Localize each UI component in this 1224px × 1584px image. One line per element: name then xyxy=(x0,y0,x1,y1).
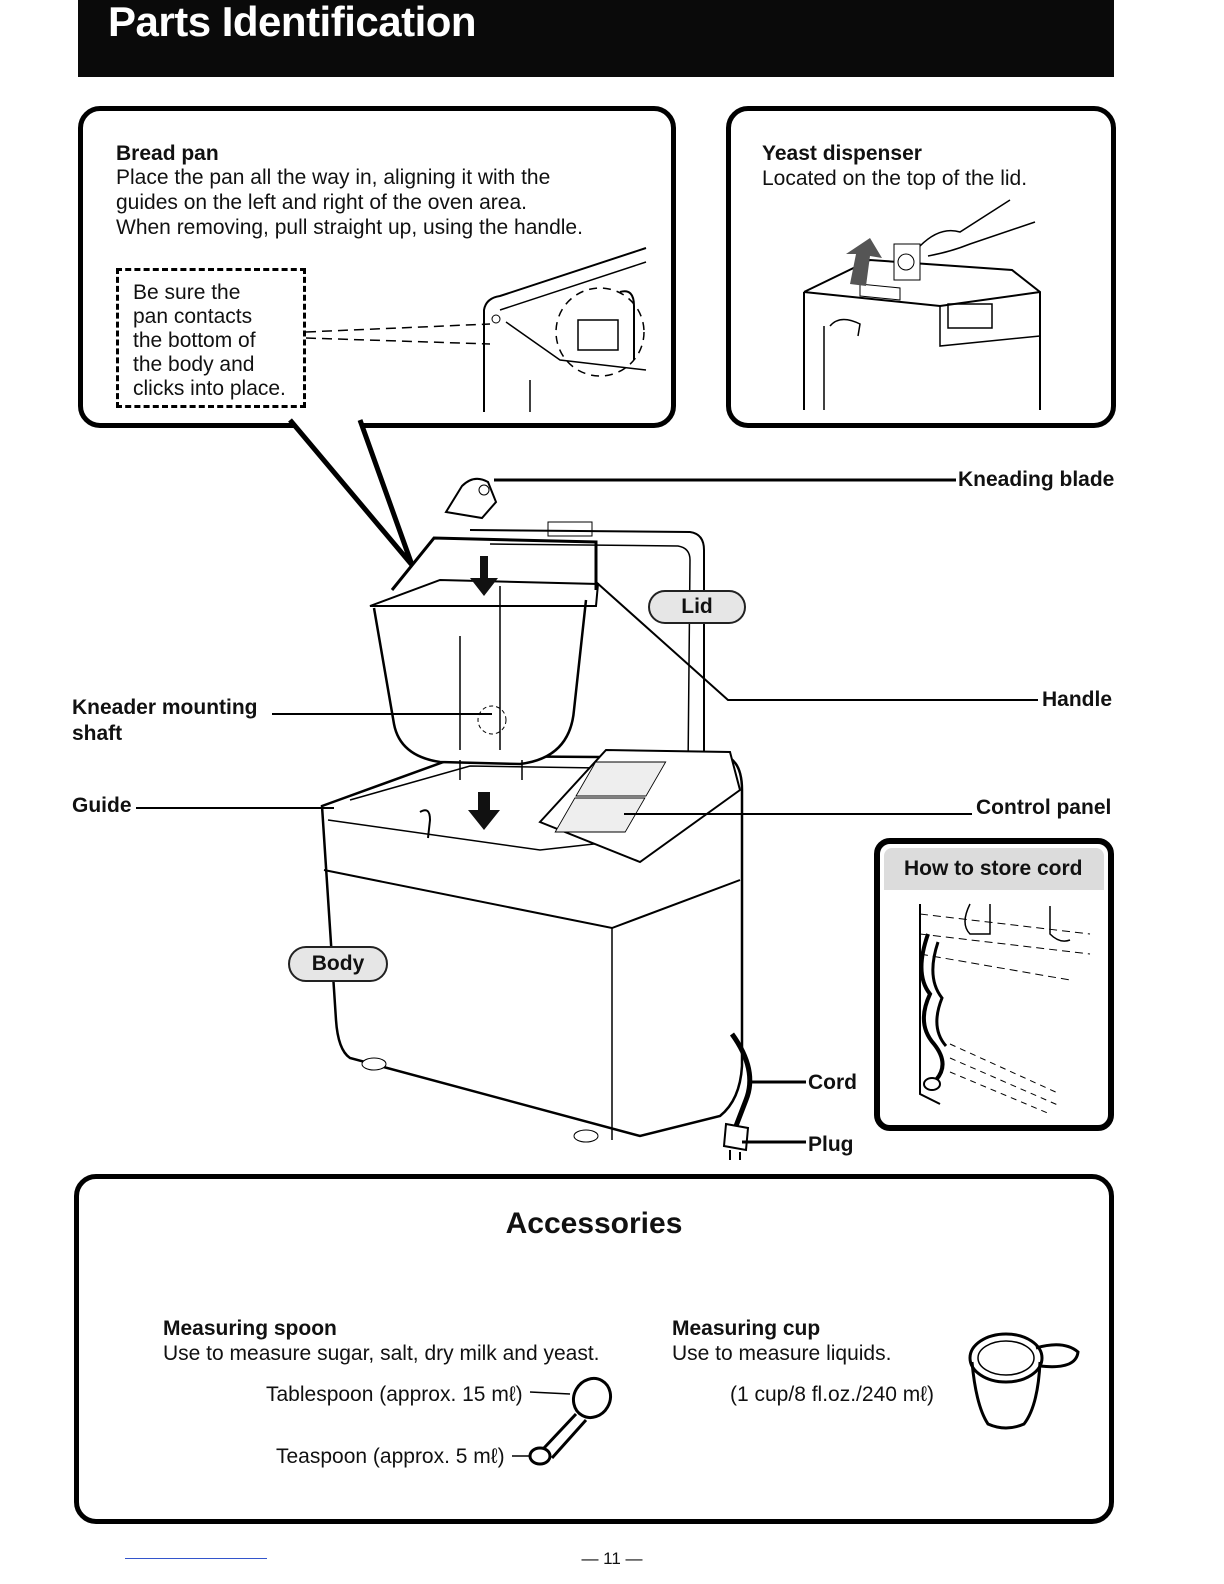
label-handle: Handle xyxy=(1042,688,1113,711)
label-control-panel: Control panel xyxy=(976,796,1112,819)
label-kneader-shaft-2: shaft xyxy=(72,722,123,745)
note-line: the body and xyxy=(133,353,255,376)
bread-pan-detail-illustration xyxy=(305,247,647,412)
accessories-box: Accessories xyxy=(74,1174,1114,1524)
label-plug: Plug xyxy=(808,1133,854,1156)
label-guide: Guide xyxy=(72,794,132,817)
page-title: Parts Identification xyxy=(108,0,477,45)
spoon-title: Measuring spoon xyxy=(163,1317,337,1340)
footer-link-line xyxy=(125,1558,267,1559)
tablespoon-label: Tablespoon (approx. 15 mℓ) xyxy=(266,1383,523,1406)
label-body: Body xyxy=(288,946,388,982)
measuring-spoon-icon xyxy=(512,1376,613,1466)
note-line: Be sure the xyxy=(133,281,241,304)
store-cord-title: How to store cord xyxy=(884,848,1104,890)
page-number: — 11 — xyxy=(581,1549,643,1568)
yeast-dispenser-illustration xyxy=(803,199,1041,410)
store-cord-illustration xyxy=(919,903,1091,1115)
label-kneading-blade: Kneading blade xyxy=(958,468,1115,491)
spoon-text: Use to measure sugar, salt, dry milk and… xyxy=(163,1342,600,1365)
bread-pan-note: Be sure the pan contacts the bottom of t… xyxy=(116,268,306,408)
yeast-title: Yeast dispenser xyxy=(762,142,922,165)
bread-pan-title: Bread pan xyxy=(116,142,219,165)
label-kneader-shaft-1: Kneader mounting xyxy=(72,696,258,719)
store-cord-box: How to store cord xyxy=(874,838,1114,1131)
label-lid: Lid xyxy=(648,590,746,624)
bread-pan-line-2: guides on the left and right of the oven… xyxy=(116,191,527,214)
cup-title: Measuring cup xyxy=(672,1317,821,1340)
measuring-cup-icon xyxy=(968,1332,1080,1430)
note-line: the bottom of xyxy=(133,329,256,352)
cup-volume-label: (1 cup/8 fl.oz./240 mℓ) xyxy=(730,1383,935,1406)
note-line: pan contacts xyxy=(133,305,253,328)
accessories-title: Accessories xyxy=(505,1207,683,1240)
bread-maker-illustration xyxy=(320,521,753,1160)
bread-pan-box xyxy=(78,106,676,428)
bread-pan-line-3: When removing, pull straight up, using t… xyxy=(116,216,583,239)
kneading-blade-illustration xyxy=(444,477,498,520)
teaspoon-label: Teaspoon (approx. 5 mℓ) xyxy=(276,1445,505,1468)
note-line: clicks into place. xyxy=(133,377,286,400)
cup-text: Use to measure liquids. xyxy=(672,1342,892,1365)
yeast-text: Located on the top of the lid. xyxy=(762,167,1028,190)
yeast-dispenser-box xyxy=(726,106,1116,428)
bread-pan-line-1: Place the pan all the way in, aligning i… xyxy=(116,166,551,189)
page-header: Parts Identification xyxy=(78,0,1114,77)
label-cord: Cord xyxy=(808,1071,857,1094)
